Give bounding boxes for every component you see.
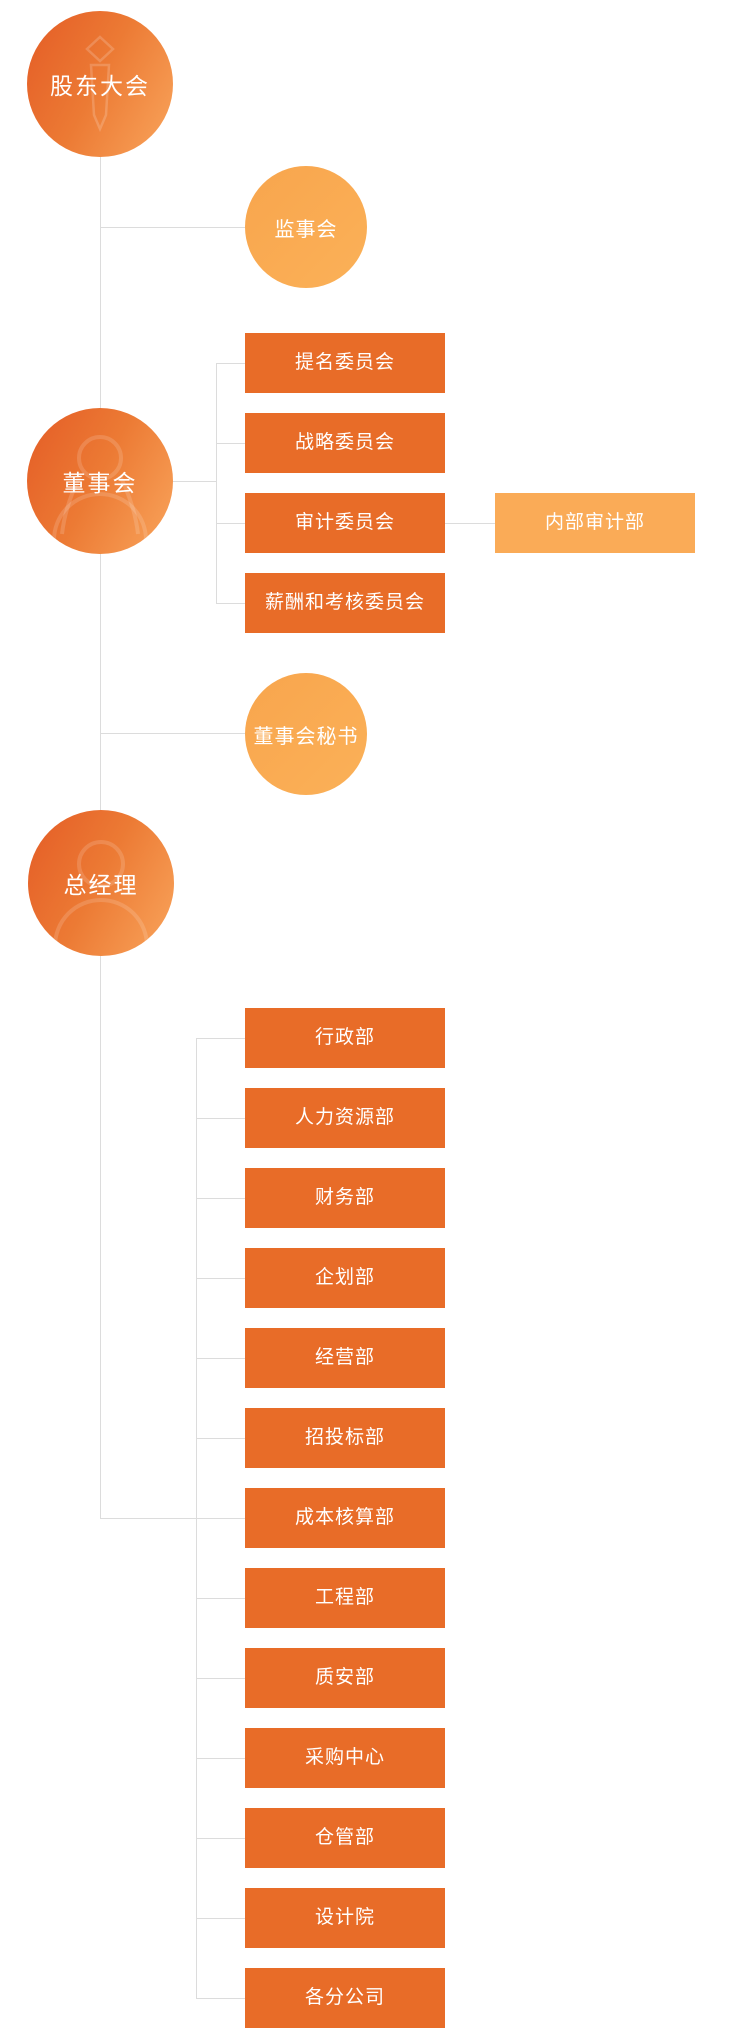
connector-department-stub (196, 1598, 245, 1599)
connector-department-stub (196, 1278, 245, 1279)
node-label: 董事会秘书 (253, 725, 359, 748)
tie-icon (85, 35, 115, 133)
connector-department-stub (196, 1438, 245, 1439)
connector-audit-internal-audit (445, 523, 495, 524)
node-dept-operations: 经营部 (245, 1328, 445, 1388)
connector-department-stub (196, 1838, 245, 1839)
person-icon (52, 435, 148, 541)
node-dept-design-institute: 设计院 (245, 1888, 445, 1948)
connector-department-stub (196, 1998, 245, 1999)
node-label: 董事会 (62, 470, 138, 496)
node-dept-warehouse: 仓管部 (245, 1808, 445, 1868)
node-supervisory-board: 监事会 (245, 166, 367, 288)
connector-committee-stub (216, 603, 245, 604)
connector-department-stub (196, 1918, 245, 1919)
connector-department-stub (196, 1518, 245, 1519)
connector-board-secretary (100, 733, 245, 734)
node-dept-bidding: 招投标部 (245, 1408, 445, 1468)
connector-trunk (100, 84, 101, 1518)
node-dept-human-resources: 人力资源部 (245, 1088, 445, 1148)
connector-department-stub (196, 1038, 245, 1039)
node-board-of-directors: 董事会 (27, 408, 173, 554)
connector-department-stub (196, 1358, 245, 1359)
connector-department-stub (196, 1118, 245, 1119)
connector-committee-stub (216, 443, 245, 444)
node-dept-branch-companies: 各分公司 (245, 1968, 445, 2028)
node-dept-engineering: 工程部 (245, 1568, 445, 1628)
person-icon (53, 840, 149, 947)
connector-committee-spine (216, 363, 217, 604)
connector-gm-departments (100, 1518, 245, 1519)
node-general-manager: 总经理 (28, 810, 174, 956)
node-committee-nomination: 提名委员会 (245, 333, 445, 393)
connector-committee-stub (216, 363, 245, 364)
node-dept-procurement-center: 采购中心 (245, 1728, 445, 1788)
connector-committee-stub (216, 523, 245, 524)
connector-department-stub (196, 1678, 245, 1679)
node-shareholders-meeting: 股东大会 (27, 11, 173, 157)
node-label: 股东大会 (50, 73, 150, 99)
node-committee-strategy: 战略委员会 (245, 413, 445, 473)
node-dept-planning: 企划部 (245, 1248, 445, 1308)
node-committee-audit: 审计委员会 (245, 493, 445, 553)
node-label: 监事会 (274, 218, 338, 241)
node-label: 总经理 (63, 872, 139, 898)
connector-supervisory-board (100, 227, 245, 228)
node-dept-cost-accounting: 成本核算部 (245, 1488, 445, 1548)
node-dept-administration: 行政部 (245, 1008, 445, 1068)
connector-department-stub (196, 1758, 245, 1759)
node-internal-audit-dept: 内部审计部 (495, 493, 695, 553)
node-dept-finance: 财务部 (245, 1168, 445, 1228)
node-board-secretary: 董事会秘书 (245, 673, 367, 795)
node-dept-quality-safety: 质安部 (245, 1648, 445, 1708)
connector-department-stub (196, 1198, 245, 1199)
node-committee-remuneration-appraisal: 薪酬和考核委员会 (245, 573, 445, 633)
